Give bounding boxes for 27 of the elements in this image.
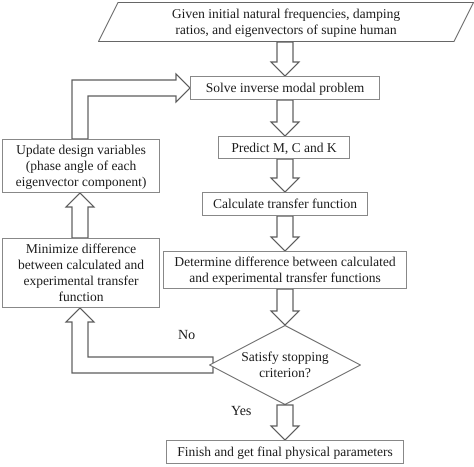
input-parallelogram	[98, 2, 474, 42]
process-box	[166, 440, 404, 464]
node-text: Update design variables (phase angle of each eigenvector component)	[14, 142, 148, 190]
decision-diamond	[209, 325, 361, 405]
hollow-arrow	[270, 215, 300, 252]
node-text: Satisfy stopping criterion?	[240, 349, 330, 381]
hollow-arrow	[64, 192, 96, 239]
node-text: Finish and get final physical parameters	[177, 444, 393, 460]
node-text: Predict M, C and K	[231, 140, 337, 156]
node-text: Calculate transfer function	[213, 196, 357, 212]
hollow-arrow	[64, 307, 214, 374]
process-box	[2, 238, 160, 308]
process-box	[202, 192, 368, 216]
process-box	[163, 251, 407, 289]
hollow-arrow	[270, 288, 300, 326]
node-text: Solve inverse modal problem	[206, 80, 364, 96]
node-text: Minimize difference between calculated and experimental transfer function	[17, 241, 145, 305]
node-text: Determine difference between calculated and experimental transfer functions	[173, 254, 397, 286]
hollow-arrow	[270, 404, 300, 441]
hollow-arrow	[71, 72, 191, 140]
process-box	[218, 136, 350, 159]
process-box	[2, 139, 160, 193]
hollow-arrow	[270, 158, 300, 193]
hollow-arrow	[270, 99, 300, 137]
process-box	[190, 76, 380, 100]
hollow-arrow	[270, 41, 300, 77]
node-text: Given initial natural frequencies, damping ratios, and eigenvectors of supine human	[170, 6, 402, 38]
